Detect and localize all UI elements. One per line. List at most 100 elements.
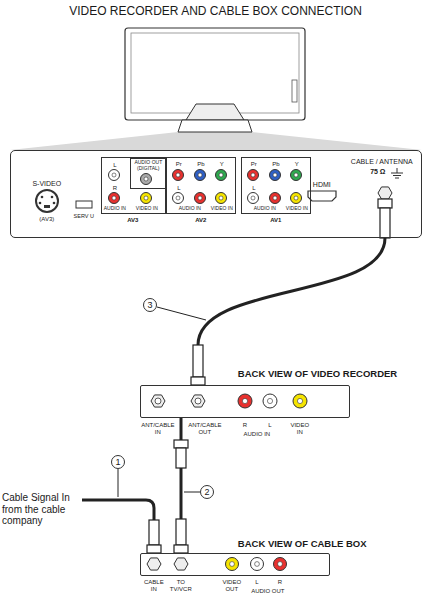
port-label: AUDIO IN bbox=[254, 206, 276, 212]
coax-jack bbox=[174, 558, 188, 570]
jack-center bbox=[267, 398, 272, 403]
tv-stand bbox=[178, 120, 252, 132]
ground-symbol bbox=[391, 168, 403, 178]
rca-jack bbox=[216, 193, 227, 204]
jack-center bbox=[294, 173, 298, 177]
jack-center bbox=[297, 398, 302, 403]
av3-input-group: AV3LRAUDIO INVIDEO INAUDIO OUT (DIGITAL) bbox=[101, 157, 166, 214]
plug-body bbox=[193, 345, 203, 377]
hdmi-port bbox=[308, 191, 336, 201]
s-video-jack bbox=[36, 190, 58, 212]
jack-center bbox=[273, 196, 277, 200]
plug-nut bbox=[147, 545, 161, 553]
port-label: VIDEO OUT bbox=[221, 579, 243, 593]
jack-center bbox=[195, 398, 201, 404]
plug-nut bbox=[191, 377, 205, 385]
coax-cable bbox=[174, 418, 188, 553]
port-label: AUDIO IN bbox=[243, 431, 270, 438]
jack-center bbox=[198, 196, 202, 200]
port-label: L bbox=[177, 185, 180, 192]
rca-jack bbox=[270, 170, 281, 181]
port-label: L bbox=[268, 422, 271, 429]
rca-jack bbox=[248, 170, 259, 181]
jack-center bbox=[230, 562, 235, 567]
cable-box-back: BACK VIEW OF CABLE BOXCABLE INTO TV/VCRV… bbox=[140, 553, 330, 576]
port-label: SERV U bbox=[74, 213, 94, 219]
port-label: AV1 bbox=[270, 217, 281, 224]
callout-number: 2 bbox=[200, 485, 214, 499]
port-label: (AV3) bbox=[39, 216, 54, 223]
pin bbox=[41, 196, 44, 199]
rca-jack bbox=[238, 394, 252, 408]
rca-jack bbox=[291, 193, 302, 204]
port-label: AUDIO IN bbox=[179, 206, 201, 212]
callout-number: 3 bbox=[143, 298, 157, 312]
jack-center bbox=[176, 173, 180, 177]
jack-center bbox=[251, 173, 255, 177]
jack-center bbox=[255, 562, 260, 567]
rca-jack bbox=[141, 193, 152, 204]
port-label: VIDEO IN bbox=[136, 206, 158, 212]
port-label: BACK VIEW OF CABLE BOX bbox=[238, 539, 367, 550]
coax-cable bbox=[191, 238, 385, 385]
port-label: AUDIO OUT (DIGITAL) bbox=[131, 160, 165, 172]
jack-center bbox=[242, 398, 247, 403]
port-label: Y bbox=[220, 161, 224, 168]
coax-jack bbox=[147, 558, 161, 570]
rca-jack bbox=[226, 558, 239, 571]
port-label: Y bbox=[295, 161, 299, 168]
pin bbox=[53, 202, 56, 205]
tv-body bbox=[125, 28, 305, 120]
port-label: CABLE IN bbox=[141, 579, 167, 593]
rca-jack bbox=[109, 193, 120, 204]
av2-input-group: AV2PrPbYLAUDIO INVIDEO IN bbox=[166, 157, 236, 214]
port-label: R bbox=[243, 422, 247, 429]
coax-jack bbox=[378, 187, 392, 199]
plug-nut bbox=[174, 545, 188, 553]
incoming-cable bbox=[82, 500, 154, 520]
plug-nut bbox=[378, 199, 392, 208]
port-label: HDMI bbox=[313, 181, 331, 189]
rca-jack bbox=[109, 170, 120, 181]
leader-line bbox=[157, 307, 206, 320]
port-label: BACK VIEW OF VIDEO RECORDER bbox=[238, 369, 397, 380]
jack-center bbox=[176, 196, 180, 200]
port-label: AUDIO IN bbox=[104, 206, 126, 212]
plug-body bbox=[149, 520, 159, 545]
zoom-fan bbox=[10, 132, 422, 150]
rca-jack bbox=[195, 170, 206, 181]
port-label: S-VIDEO bbox=[32, 180, 61, 188]
service-port bbox=[76, 201, 92, 208]
port-label: AV2 bbox=[195, 217, 206, 224]
port-label: Pb bbox=[272, 161, 279, 168]
coax-jack bbox=[151, 395, 165, 407]
tv-button bbox=[292, 80, 297, 102]
jack-center bbox=[155, 398, 161, 404]
tv-frame bbox=[131, 33, 299, 113]
jack-center bbox=[278, 562, 283, 567]
jack-center bbox=[219, 173, 223, 177]
port-label: Pr bbox=[251, 161, 257, 168]
rca-jack bbox=[216, 170, 227, 181]
av1-input-group: AV1PrPbYLAUDIO INVIDEO IN bbox=[241, 157, 311, 214]
port-label: L bbox=[255, 579, 258, 586]
digital-jack bbox=[141, 174, 152, 185]
jack-center bbox=[144, 196, 148, 200]
port-label: VIDEO IN bbox=[211, 206, 233, 212]
rca-jack bbox=[274, 558, 287, 571]
plug-body bbox=[176, 448, 186, 468]
pin bbox=[39, 202, 42, 205]
jack-center bbox=[144, 177, 148, 181]
video-recorder-back: BACK VIEW OF VIDEO RECORDERANT/CABLE INA… bbox=[140, 385, 350, 418]
port-label: Pb bbox=[197, 161, 204, 168]
tv-neck bbox=[186, 104, 244, 120]
rca-jack bbox=[195, 193, 206, 204]
digital-audio-box: AUDIO OUT (DIGITAL) bbox=[130, 158, 167, 189]
port-label: VIDEO IN bbox=[286, 206, 308, 212]
rca-jack bbox=[293, 394, 307, 408]
port-label: Pr bbox=[176, 161, 182, 168]
port-label: L bbox=[113, 162, 116, 169]
port-label: 75 Ω bbox=[370, 168, 385, 176]
leader-line bbox=[184, 492, 200, 493]
